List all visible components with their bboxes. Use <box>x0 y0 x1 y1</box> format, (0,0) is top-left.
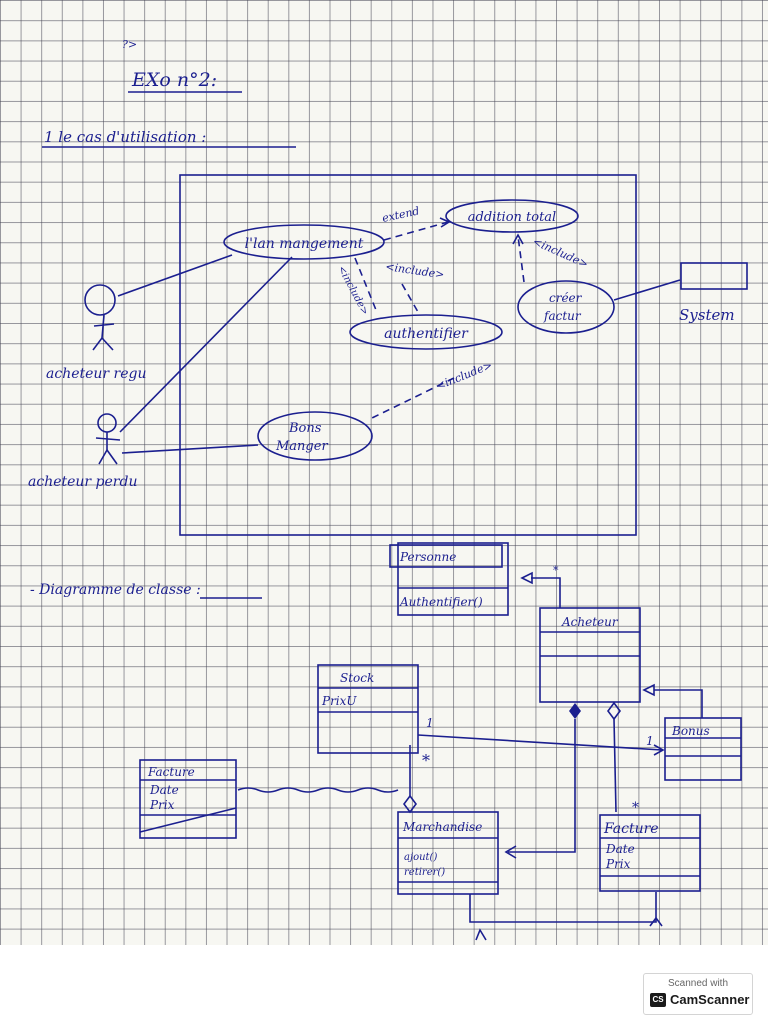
system-boundary <box>179 174 637 536</box>
class-marchandise-op-1: ajout() <box>404 852 437 863</box>
include-arrowhead-3 <box>512 233 524 245</box>
assoc-perdu-management <box>119 256 293 433</box>
include-label-2: <include> <box>385 260 446 281</box>
generalization-head <box>520 571 533 585</box>
usecase-authentifier-label: authentifier <box>384 326 469 342</box>
include-arrow-2 <box>401 283 419 313</box>
aggregation-acheteur-facture <box>613 718 617 813</box>
scribbled-association <box>237 787 399 793</box>
composition-acheteur-marchandise <box>508 719 576 853</box>
class-facture-left-attr-2: Prix <box>149 798 175 812</box>
aggregation-facture-diamond <box>607 701 621 721</box>
class-acheteur <box>539 607 641 703</box>
class-personne-method: Authentifier() <box>399 595 483 609</box>
usecase-bons-label-2: Manger <box>275 439 328 454</box>
usecase-creer-facture <box>517 280 615 334</box>
actor-regu-label: acheteur regu <box>46 366 147 382</box>
assoc-stock-bonus <box>417 734 663 751</box>
actor-perdu-label: acheteur perdu <box>28 474 137 490</box>
extend-arrowhead <box>439 217 451 228</box>
class-stock-attr: PrixU <box>321 694 357 708</box>
assoc-marchandise-facture <box>469 892 657 923</box>
actor-system-label: System <box>679 306 735 324</box>
class-facture-name: Facture <box>603 821 659 837</box>
class-marchandise <box>397 811 499 895</box>
composition-head <box>504 845 517 859</box>
usecase-addition-label: addition total <box>468 210 556 225</box>
actor-system-box <box>680 262 748 290</box>
usecase-management <box>223 224 385 260</box>
mult-facture-star: * <box>632 800 639 816</box>
generalization-bonus-head <box>642 683 655 697</box>
class-personne-name: Personne <box>399 550 456 564</box>
aggregation-diamond <box>403 794 417 814</box>
extend-arrow <box>383 221 449 241</box>
class-facture <box>599 814 701 892</box>
mult-stock-1: 1 <box>426 716 434 730</box>
composition-diamond <box>569 703 581 719</box>
badge-scanned-text: Scanned with <box>667 978 729 989</box>
class-marchandise-name: Marchandise <box>402 820 482 834</box>
extend-label: extend <box>381 204 421 225</box>
bottom-arrow-mark <box>475 928 487 941</box>
generalization-acheteur-personne <box>531 577 561 608</box>
graph-paper <box>0 0 768 945</box>
exercise-title: EXo n°2: <box>131 69 217 91</box>
include-label-4: <include> <box>434 358 494 392</box>
mult-stock-star: * <box>422 751 430 770</box>
include-arrow-3 <box>517 235 525 283</box>
class-stock-name: Stock <box>340 671 374 685</box>
handwritten-diagram: ?> EXo n°2: 1 le cas d'utilisation : l'l… <box>28 38 748 941</box>
section1-title: 1 le cas d'utilisation : <box>44 128 206 146</box>
class-facture-left-name: Facture <box>147 765 195 779</box>
include-label-3: <include> <box>531 235 591 271</box>
mult-personne: * <box>553 564 559 577</box>
include-arrow-4 <box>371 377 455 419</box>
usecase-authentifier <box>349 314 503 350</box>
include-label-1: <include> <box>335 264 370 317</box>
actor-regu-icon <box>84 284 116 351</box>
camscanner-logo-icon: CS <box>650 993 666 1007</box>
class-marchandise-op-2: retirer() <box>404 867 445 878</box>
assoc-system-creer <box>613 279 681 301</box>
include-arrow-1 <box>354 257 377 311</box>
class-bonus-name: Bonus <box>671 724 710 738</box>
section2-title: - Diagramme de classe : <box>30 582 201 598</box>
badge-camscanner-name: CamScanner <box>670 992 750 1007</box>
class-facture-left-attr-1: Date <box>149 783 179 797</box>
usecase-addition <box>445 199 579 233</box>
usecase-bons-label-1: Bons <box>288 421 322 436</box>
assoc-perdu-bons <box>121 444 259 454</box>
class-facture-attr-1: Date <box>605 842 635 856</box>
usecase-bons <box>257 411 373 461</box>
class-personne-header <box>389 544 503 568</box>
assoc-stock-bonus-head <box>653 744 665 756</box>
class-facture-left-strike <box>139 807 237 833</box>
class-stock <box>317 664 419 754</box>
class-personne <box>397 542 509 616</box>
class-acheteur-name: Acheteur <box>561 615 619 629</box>
class-bonus <box>664 717 742 781</box>
usecase-management-label: l'lan mangement <box>245 236 364 252</box>
usecase-creer-label-2: factur <box>543 309 582 323</box>
actor-perdu-icon <box>95 413 121 465</box>
class-facture-attr-2: Prix <box>605 857 631 871</box>
corner-mark: ?> <box>122 38 137 51</box>
camscanner-badge: Scanned with CS CamScanner <box>643 973 753 1015</box>
class-facture-left <box>139 759 237 839</box>
usecase-creer-label-1: créer <box>549 291 583 305</box>
assoc-marchandise-facture-head <box>649 916 663 927</box>
assoc-regu-management <box>117 254 233 297</box>
generalization-bonus-acheteur <box>654 689 703 718</box>
mult-bonus-1: 1 <box>646 734 654 748</box>
